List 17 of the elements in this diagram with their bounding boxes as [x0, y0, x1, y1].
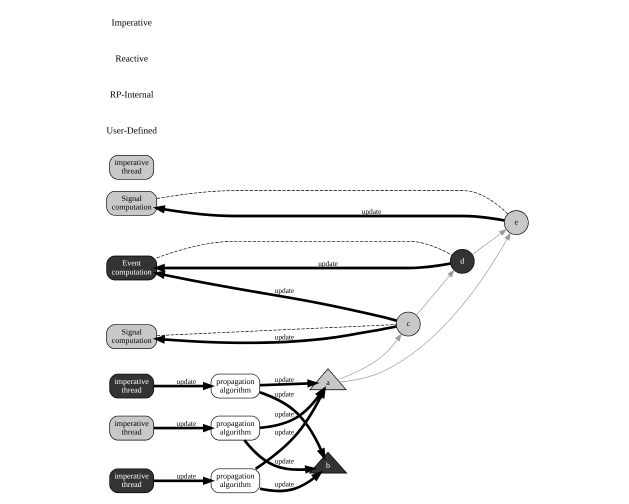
edge-label: update	[176, 418, 196, 428]
label: Reactive	[114, 54, 148, 65]
edge-label: update	[176, 472, 196, 481]
label: RP-Internal	[109, 90, 153, 101]
label: User-Defined	[106, 126, 156, 137]
edge-label: update	[274, 428, 294, 437]
edge-label: update	[361, 206, 381, 216]
edge-label: update	[176, 376, 196, 386]
edge-label: update	[318, 258, 338, 268]
edge-label: update	[274, 286, 294, 296]
edge-label: update	[274, 332, 294, 342]
edge-label: update	[274, 410, 294, 419]
edge-label: update	[274, 374, 294, 384]
edge-label: update	[274, 480, 294, 489]
label: Imperative	[110, 18, 152, 29]
edge-label: update	[274, 456, 294, 466]
edge-label: update	[274, 390, 294, 399]
